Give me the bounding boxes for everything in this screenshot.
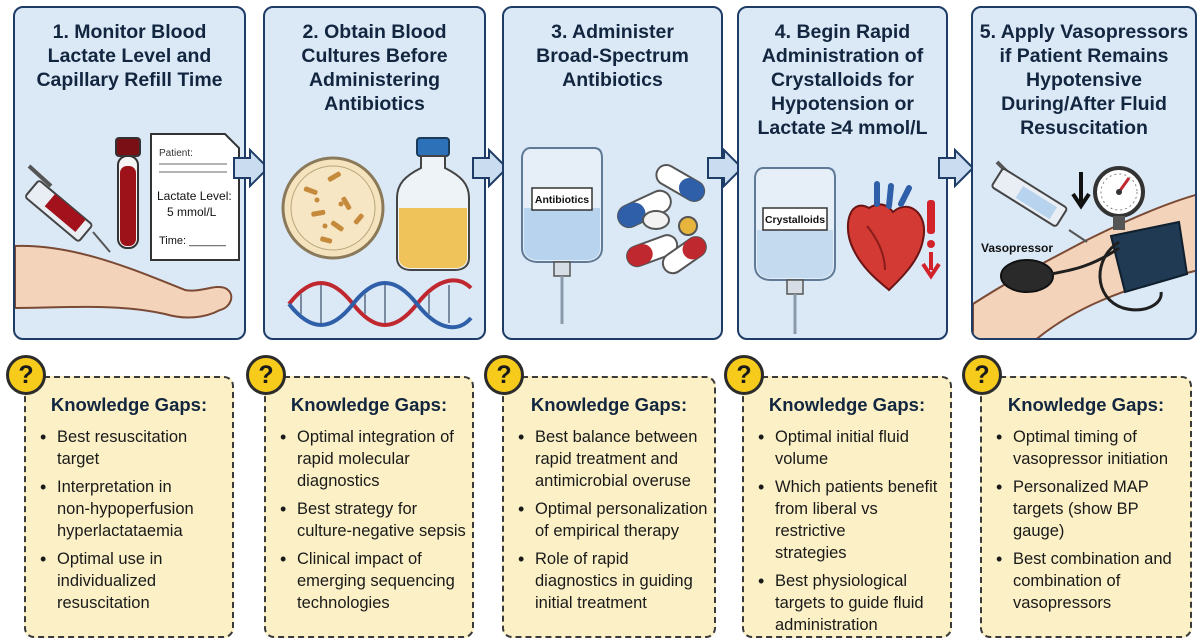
culture-bottle-icon <box>396 137 470 271</box>
step-1-card: Patient: Lactate Level: 5 mmol/L Time: _… <box>13 6 246 340</box>
knowledge-gaps-title: Knowledge Gaps: <box>530 394 688 415</box>
iv-bag-icon: Crystalloids <box>754 167 836 334</box>
knowledge-gaps-box-2: Knowledge Gaps: Optimal integration ofra… <box>264 376 474 638</box>
knowledge-gaps-title: Knowledge Gaps: <box>50 394 208 415</box>
antibiotics-bag-label: Antibiotics <box>535 194 589 206</box>
step-3-card: Antibiotics 3. Admi <box>502 6 723 340</box>
step-1-title: 1. Monitor Blood Lactate Level and Capil… <box>36 21 223 91</box>
crystalloids-bag-label: Crystalloids <box>765 214 825 226</box>
dna-helix-icon <box>287 278 473 330</box>
note-lactate-label: Lactate Level: <box>157 189 232 203</box>
note-lactate-value: 5 mmol/L <box>167 205 217 219</box>
step-4-card: Crystalloids 4. Begin Rapid Administrati… <box>737 6 948 340</box>
blood-tube-icon <box>115 137 141 249</box>
question-mark-icon: ? <box>724 355 764 395</box>
flow-arrow-2 <box>472 148 509 188</box>
knowledge-gaps-box-5: Knowledge Gaps: Optimal timing ofvasopre… <box>980 376 1192 638</box>
list-item: Interpretation innon-hypoperfusionhyperl… <box>38 476 226 542</box>
flow-arrow-4 <box>938 148 975 188</box>
knowledge-gaps-box-3: Knowledge Gaps: Best balance betweenrapi… <box>502 376 716 638</box>
question-mark-icon: ? <box>6 355 46 395</box>
step-2-title: 2. Obtain Blood Cultures Before Administ… <box>301 21 448 115</box>
syringe-icon <box>991 160 1088 243</box>
blood-culture-illustration <box>281 137 473 330</box>
step-5-card: Vasopressor 5. Apply Vasopressors if Pat… <box>971 6 1197 340</box>
exclamation-down-icon <box>921 200 941 280</box>
question-mark-icon: ? <box>246 355 286 395</box>
down-arrow-icon <box>1071 172 1091 210</box>
knowledge-gaps-title: Knowledge Gaps: <box>768 394 926 415</box>
question-mark-icon: ? <box>962 355 1002 395</box>
heart-icon <box>846 181 926 292</box>
lab-report-icon: Patient: Lactate Level: 5 mmol/L Time: _… <box>150 133 240 261</box>
step-4-title: 4. Begin Rapid Administration of Crystal… <box>757 21 928 139</box>
pills-icon <box>617 164 707 275</box>
step-5-title: 5. Apply Vasopressors if Patient Remains… <box>979 21 1189 139</box>
note-time: Time: ______ <box>159 235 227 247</box>
knowledge-gaps-title: Knowledge Gaps: <box>290 394 448 415</box>
list-item: Optimal use inindividualizedresuscitatio… <box>38 548 226 614</box>
knowledge-gaps-title: Knowledge Gaps: <box>1007 394 1165 415</box>
iv-bag-icon: Antibiotics <box>521 147 603 324</box>
flow-arrow-1 <box>233 148 270 188</box>
step-2-card: 2. Obtain Blood Cultures Before Administ… <box>263 6 486 340</box>
lactate-monitoring-illustration: Patient: Lactate Level: 5 mmol/L Time: _… <box>15 133 240 319</box>
knowledge-gaps-box-4: Knowledge Gaps: Optimal initial fluidvol… <box>742 376 952 638</box>
vasopressor-illustration: Vasopressor <box>973 160 1195 338</box>
note-patient: Patient: <box>159 148 193 159</box>
vasopressor-label: Vasopressor <box>981 241 1053 255</box>
bp-gauge-icon <box>1093 166 1145 230</box>
antibiotics-illustration: Antibiotics <box>521 147 707 324</box>
crystalloids-illustration: Crystalloids <box>754 167 941 334</box>
flow-arrow-3 <box>707 148 744 188</box>
knowledge-gaps-box-1: Knowledge Gaps: Best resuscitationtarget… <box>24 376 234 638</box>
syringe-icon <box>25 164 111 253</box>
step-3-title: 3. Administer Broad-Spectrum Antibiotics <box>536 21 689 91</box>
petri-dish-icon <box>281 156 385 260</box>
bp-cuff-icon <box>1000 220 1189 312</box>
question-mark-icon: ? <box>484 355 524 395</box>
